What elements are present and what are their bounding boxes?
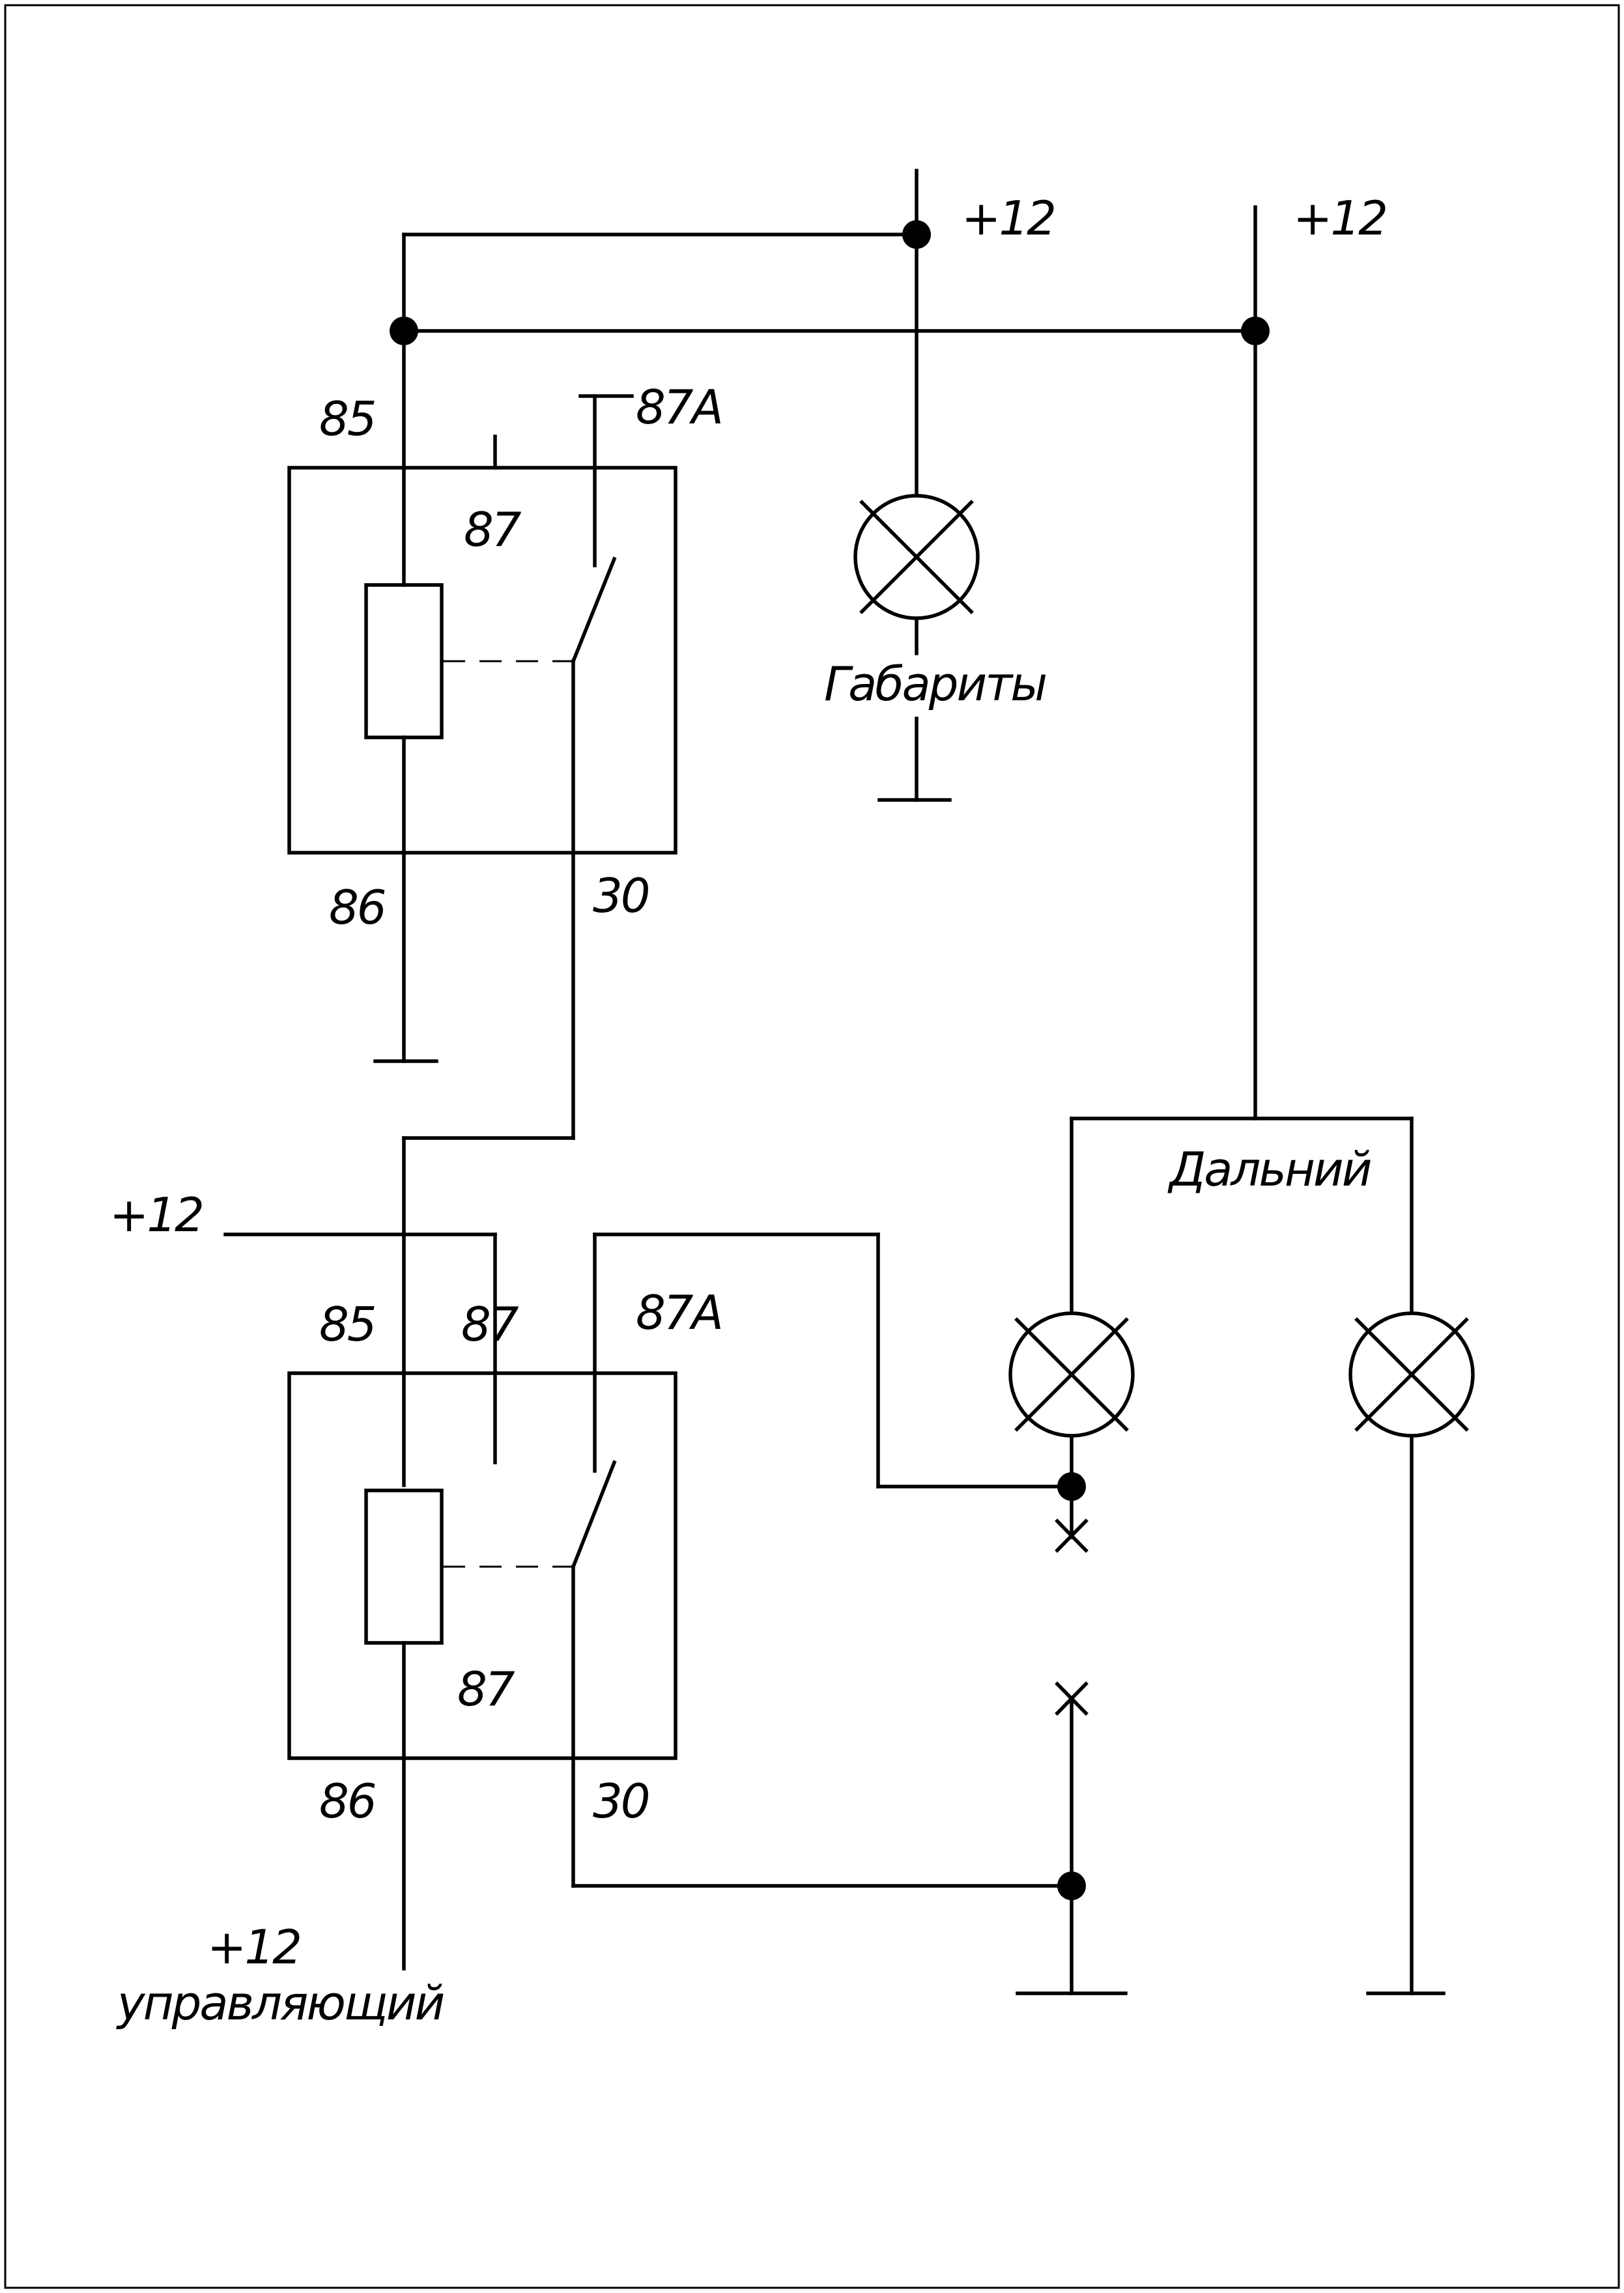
relay2-pin-87-top: 87 bbox=[461, 1297, 519, 1352]
top-supply-wiring bbox=[390, 169, 1270, 1120]
lamp-parking-label: Габариты bbox=[824, 657, 1046, 711]
lamp-icon bbox=[853, 494, 980, 620]
relay2-pin-87-bottom: 87 bbox=[457, 1662, 515, 1716]
relay-icon bbox=[287, 1371, 677, 1760]
relay1-pin-30: 30 bbox=[593, 868, 649, 923]
supply-label-control-caption: управляющий bbox=[116, 1976, 444, 2030]
lamp-high-beam-label: Дальний bbox=[1167, 1142, 1371, 1197]
relay-icon bbox=[287, 466, 677, 855]
lamp-parking bbox=[853, 494, 980, 802]
relay1-pin-86: 86 bbox=[329, 880, 385, 935]
lamp-icon bbox=[1008, 1311, 1135, 1438]
lamp-icon bbox=[1348, 1311, 1475, 1438]
relay2-pin-86: 86 bbox=[319, 1774, 375, 1829]
high-beam-wiring bbox=[571, 1117, 1475, 1995]
relay2-pin-85: 85 bbox=[319, 1297, 375, 1352]
junction-dot-icon bbox=[902, 220, 931, 249]
relay-coil-icon bbox=[364, 583, 444, 739]
junction-dot-icon bbox=[1241, 317, 1270, 345]
relay-coil-icon bbox=[364, 1488, 444, 1645]
supply-label-control: +12 bbox=[207, 1920, 300, 1974]
relay1-pin-85: 85 bbox=[319, 392, 375, 446]
supply-label-left: +12 bbox=[109, 1188, 203, 1242]
relay1-pin-87a: 87A bbox=[636, 380, 722, 434]
supply-label-top-2: +12 bbox=[1293, 191, 1386, 246]
relay-2 bbox=[223, 1232, 677, 1971]
junction-dot-icon bbox=[390, 317, 418, 345]
switch-contact-icon bbox=[571, 1460, 617, 1569]
relay-1 bbox=[287, 394, 677, 1140]
relay1-pin-87: 87 bbox=[464, 502, 522, 557]
wire-break-icon bbox=[1055, 1518, 1089, 1553]
relay2-pin-30: 30 bbox=[593, 1774, 649, 1829]
relay2-pin-87a: 87A bbox=[636, 1285, 722, 1340]
page-frame bbox=[4, 4, 1620, 2289]
junction-dot-icon bbox=[1057, 1872, 1086, 1900]
switch-contact-icon bbox=[571, 556, 617, 664]
supply-label-top-1: +12 bbox=[962, 191, 1055, 246]
